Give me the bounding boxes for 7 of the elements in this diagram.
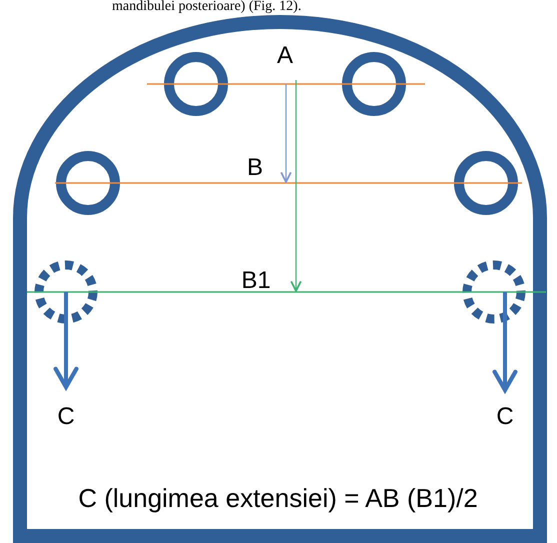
point-label: C	[496, 405, 514, 429]
point-label: A	[277, 44, 293, 68]
point-label: B	[247, 156, 263, 180]
formula-text: C (lungimea extensiei) = AB (B1)/2	[78, 485, 478, 511]
point-label: C	[57, 405, 75, 429]
body-text: mandibulei posterioare) (Fig. 12).	[112, 0, 302, 14]
point-label: B1	[241, 269, 271, 293]
